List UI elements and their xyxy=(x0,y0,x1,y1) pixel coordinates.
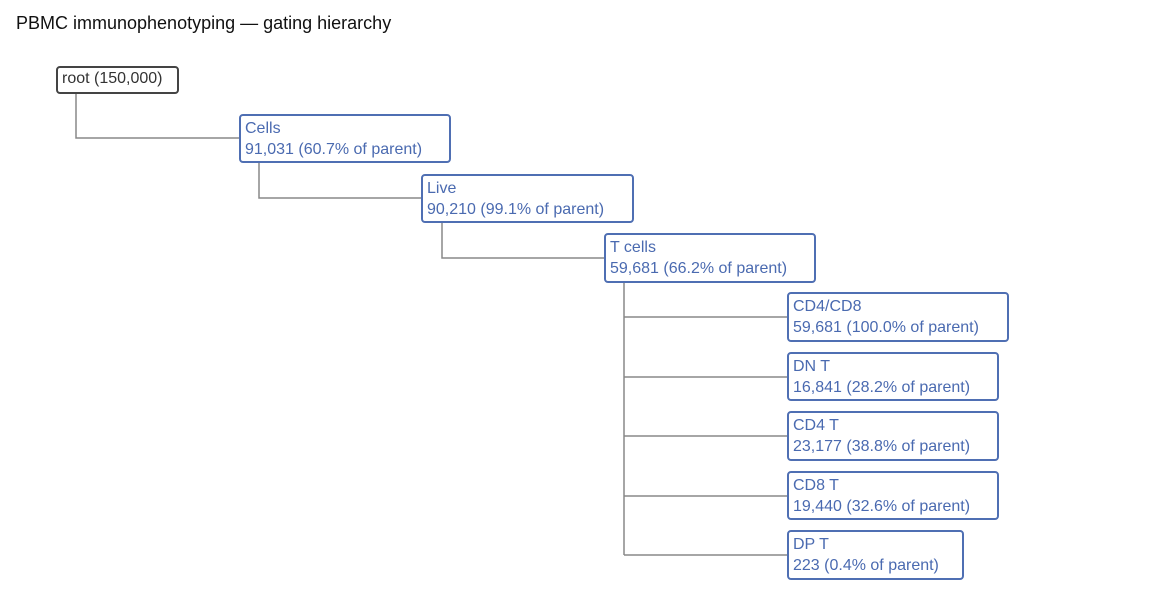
gate-node-percent: (38.8% of parent) xyxy=(846,438,971,455)
gate-node-cells[interactable]: Cells 91,031 (60.7% of parent) xyxy=(239,114,451,163)
gate-node-t-cells[interactable]: T cells 59,681 (66.2% of parent) xyxy=(604,233,816,283)
gate-node-percent: (100.0% of parent) xyxy=(846,319,979,336)
gate-node-count: 23,177 xyxy=(793,438,842,455)
gate-node-live[interactable]: Live 90,210 (99.1% of parent) xyxy=(421,174,634,223)
gate-node-percent: (66.2% of parent) xyxy=(663,260,788,277)
gate-node-name: T cells xyxy=(610,239,656,256)
gate-node-cd8-t[interactable]: CD8 T 19,440 (32.6% of parent) xyxy=(787,471,999,520)
gate-node-count: 59,681 xyxy=(793,319,842,336)
gate-node-percent: (32.6% of parent) xyxy=(846,498,971,515)
gate-node-root-label: root (150,000) xyxy=(62,70,163,87)
gate-node-dn-t[interactable]: DN T 16,841 (28.2% of parent) xyxy=(787,352,999,401)
gate-node-count: 91,031 xyxy=(245,141,294,158)
gate-node-name: Live xyxy=(427,180,457,197)
gate-node-name: CD8 T xyxy=(793,477,839,494)
connector-live-tcells xyxy=(441,222,605,259)
gate-node-count: 90,210 xyxy=(427,201,476,218)
gate-node-dp-t[interactable]: DP T 223 (0.4% of parent) xyxy=(787,530,964,580)
gate-node-name: Cells xyxy=(245,120,281,137)
diagram-title: PBMC immunophenotyping — gating hierarch… xyxy=(16,13,392,33)
gate-node-root[interactable]: root (150,000) xyxy=(56,66,179,94)
gate-node-name: DN T xyxy=(793,358,831,375)
connector-root-cells xyxy=(75,93,240,139)
gate-node-name: DP T xyxy=(793,536,829,553)
gate-node-percent: (28.2% of parent) xyxy=(846,379,971,396)
gate-node-count: 59,681 xyxy=(610,260,659,277)
gate-node-percent: (60.7% of parent) xyxy=(298,141,423,158)
gate-node-count: 16,841 xyxy=(793,379,842,396)
gate-node-cd4-cd8[interactable]: CD4/CD8 59,681 (100.0% of parent) xyxy=(787,292,1009,342)
gate-node-cd4-t[interactable]: CD4 T 23,177 (38.8% of parent) xyxy=(787,411,999,461)
gate-node-count: 223 xyxy=(793,557,820,574)
connector-cells-live xyxy=(258,162,422,199)
gate-node-percent: (99.1% of parent) xyxy=(480,201,605,218)
gate-node-percent: (0.4% of parent) xyxy=(824,557,939,574)
gate-node-name: CD4 T xyxy=(793,417,839,434)
gate-node-count: 19,440 xyxy=(793,498,842,515)
gate-node-name: CD4/CD8 xyxy=(793,298,862,315)
